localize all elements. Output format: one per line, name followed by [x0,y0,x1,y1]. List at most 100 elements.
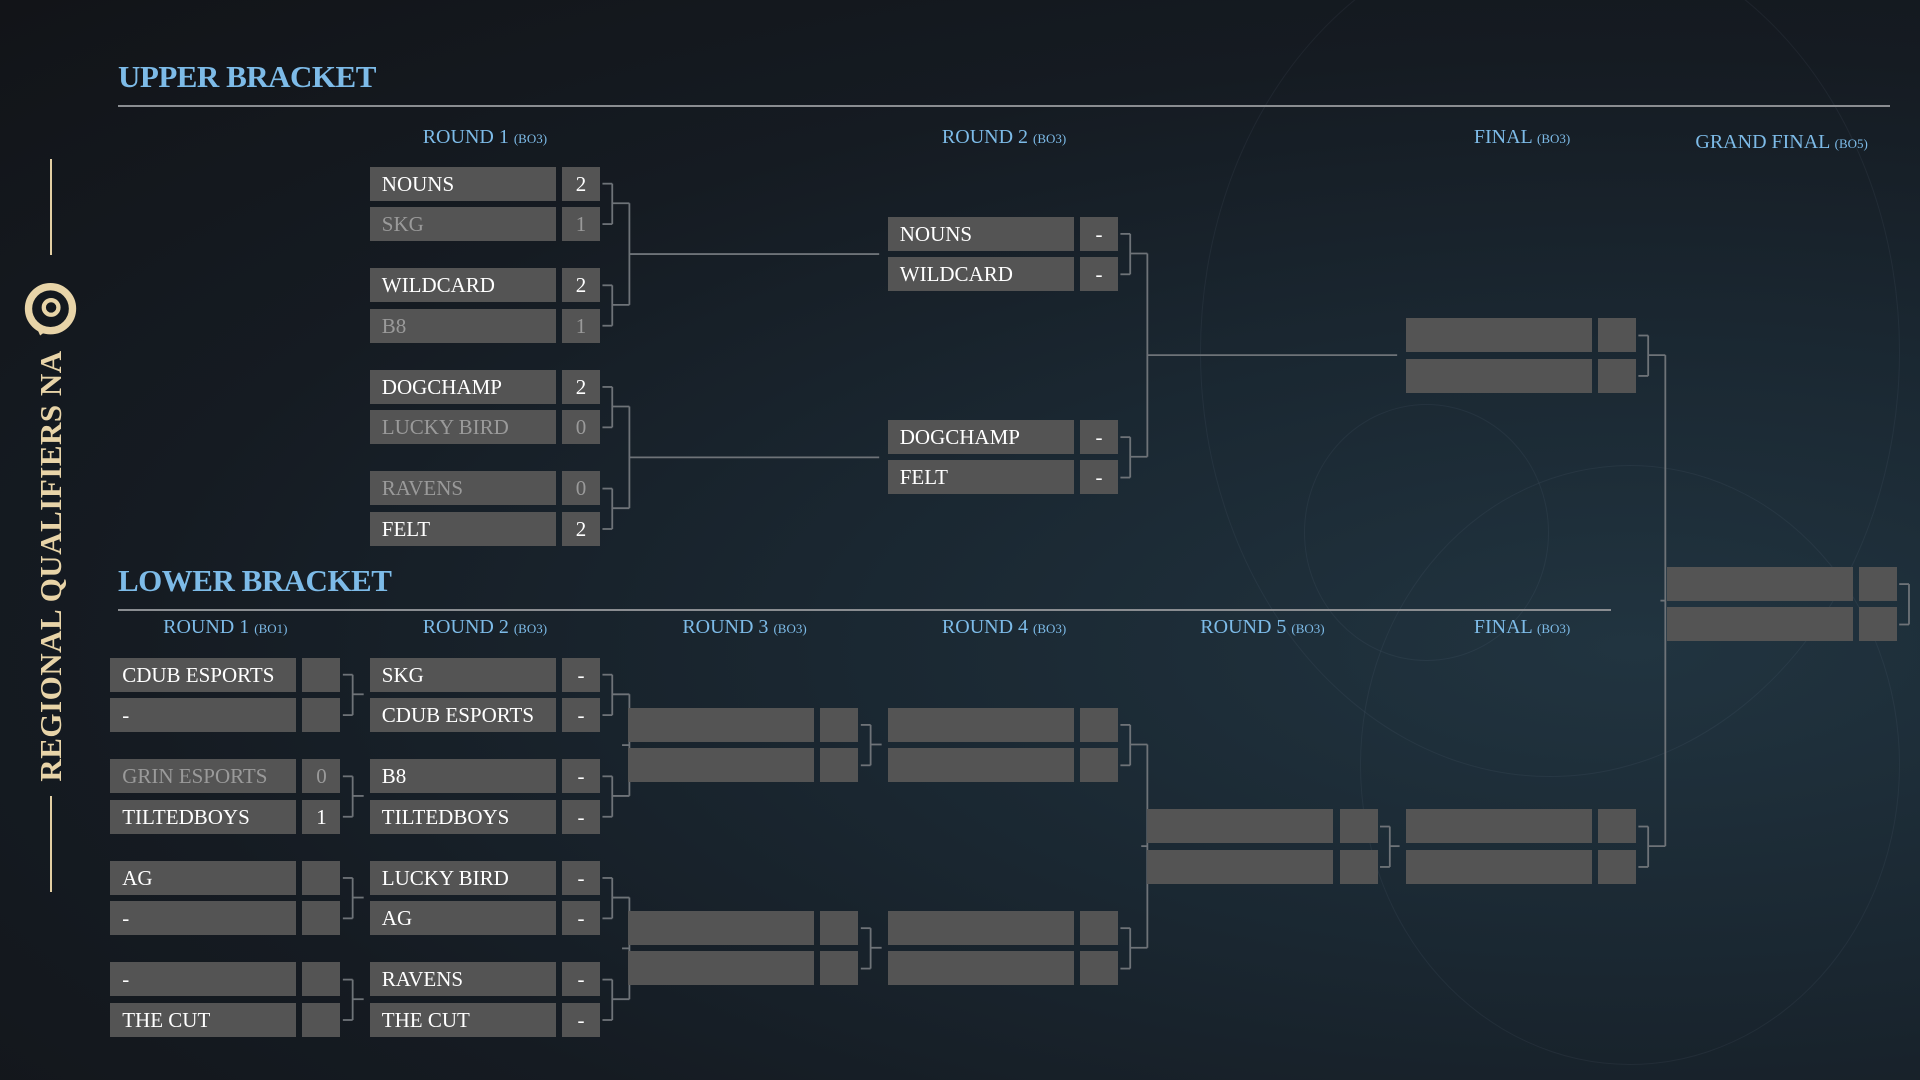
team-name-slot[interactable] [887,707,1074,742]
lower-round-header: ROUND 4 (BO3) [942,616,1066,639]
team-name-slot[interactable]: NOUNS [887,216,1074,251]
lower-round-header: ROUND 5 (BO3) [1200,616,1324,639]
team-score-slot: - [562,962,601,997]
round-format: (BO3) [1291,620,1325,636]
team-name-slot[interactable] [1405,318,1592,353]
team-name-slot[interactable] [628,951,815,986]
team-score-slot: - [1080,460,1118,495]
team-name-slot[interactable]: CDUB ESPORTS [369,697,556,732]
team-name-slot[interactable]: WILDCARD [369,268,556,303]
team-score-slot: - [562,657,601,692]
team-score-slot: - [562,799,601,834]
team-score-slot: 2 [562,511,601,546]
upper-round-header: FINAL (BO3) [1474,126,1570,149]
team-score-slot [1339,809,1378,844]
lower-round-header: ROUND 1 (BO1) [163,616,287,639]
team-name-slot[interactable]: DOGCHAMP [369,369,556,404]
team-score-slot [1080,748,1118,783]
round-format: (BO3) [513,131,548,147]
team-name-slot[interactable]: AG [369,901,556,936]
team-name-slot[interactable]: B8 [369,308,556,343]
team-score-slot [820,748,859,783]
round-format: (BO5) [1834,136,1868,152]
team-name-slot[interactable]: DOGCHAMP [887,420,1074,454]
team-name-slot[interactable]: THE CUT [369,1002,556,1037]
team-name-slot[interactable] [1666,607,1853,642]
team-name-slot[interactable]: GRIN ESPORTS [110,759,297,794]
round-label: ROUND 5 [1200,615,1292,638]
side-divider [50,159,52,255]
team-name-slot[interactable]: AG [110,860,297,895]
team-name-slot[interactable]: SKG [369,206,556,241]
team-name-slot[interactable] [887,911,1074,946]
upper-bracket-divider [118,105,1890,107]
team-score-slot: 0 [562,410,601,445]
team-score-slot [1597,318,1636,353]
team-name-slot[interactable]: FELT [887,460,1074,495]
team-score-slot [820,707,859,742]
upper-round-header: GRAND FINAL (BO5) [1695,131,1867,154]
team-name-slot[interactable] [887,748,1074,783]
round-format: (BO3) [1033,620,1067,636]
team-score-slot [1597,809,1636,844]
round-format: (BO1) [254,620,288,636]
team-name-slot[interactable]: - [110,962,297,997]
lower-round-header: ROUND 2 (BO3) [423,616,547,639]
team-name-slot[interactable] [1405,358,1592,393]
team-name-slot[interactable]: RAVENS [369,962,556,997]
team-name-slot[interactable]: NOUNS [369,166,556,201]
team-name-slot[interactable]: FELT [369,511,556,546]
team-name-slot[interactable]: LUCKY BIRD [369,860,556,895]
round-format: (BO3) [773,620,807,636]
round-label: GRAND FINAL [1695,131,1835,154]
round-label: FINAL [1473,615,1538,638]
team-name-slot[interactable] [1405,809,1592,844]
team-name-slot[interactable]: WILDCARD [887,257,1074,292]
round-label: ROUND 1 [163,615,255,638]
team-score-slot [1080,911,1118,946]
team-name-slot[interactable]: TILTEDBOYS [369,799,556,834]
round-format: (BO3) [1537,131,1571,147]
lower-bracket-title: LOWER BRACKET [118,563,392,598]
team-name-slot[interactable]: TILTEDBOYS [110,799,297,834]
lower-bracket-divider [118,609,1611,611]
team-name-slot[interactable]: CDUB ESPORTS [110,657,297,692]
round-label: ROUND 3 [682,615,774,638]
round-format: (BO3) [1033,131,1067,147]
team-name-slot[interactable] [628,911,815,946]
upper-round-header: ROUND 2 (BO3) [942,126,1066,149]
team-score-slot: 2 [562,268,601,303]
team-score-slot: 2 [562,369,601,404]
team-name-slot[interactable]: - [110,697,297,732]
team-score-slot [1858,566,1897,601]
team-score-slot: - [562,759,601,794]
team-score-slot [1080,951,1118,986]
team-name-slot[interactable]: SKG [369,657,556,692]
team-name-slot[interactable] [628,707,815,742]
team-name-slot[interactable] [1147,849,1334,884]
team-name-slot[interactable]: LUCKY BIRD [369,410,556,445]
team-score-slot: - [1080,420,1118,454]
team-name-slot[interactable]: B8 [369,759,556,794]
team-score-slot: - [1080,257,1118,292]
round-format: (BO3) [513,620,548,636]
team-name-slot[interactable]: THE CUT [110,1002,297,1037]
team-score-slot: 1 [562,308,601,343]
team-name-slot[interactable]: - [110,901,297,936]
team-name-slot[interactable]: RAVENS [369,471,556,506]
team-name-slot[interactable] [628,748,815,783]
team-name-slot[interactable] [887,951,1074,986]
team-name-slot[interactable] [1147,809,1334,844]
team-name-slot[interactable] [1405,849,1592,884]
team-score-slot: - [1080,216,1118,251]
team-name-slot[interactable] [1666,566,1853,601]
team-score-slot [1597,358,1636,393]
round-label: ROUND 1 [422,126,514,149]
team-score-slot: - [562,860,601,895]
team-score-slot [302,657,341,692]
team-score-slot [820,951,859,986]
team-score-slot: - [562,1002,601,1037]
team-score-slot [820,911,859,946]
